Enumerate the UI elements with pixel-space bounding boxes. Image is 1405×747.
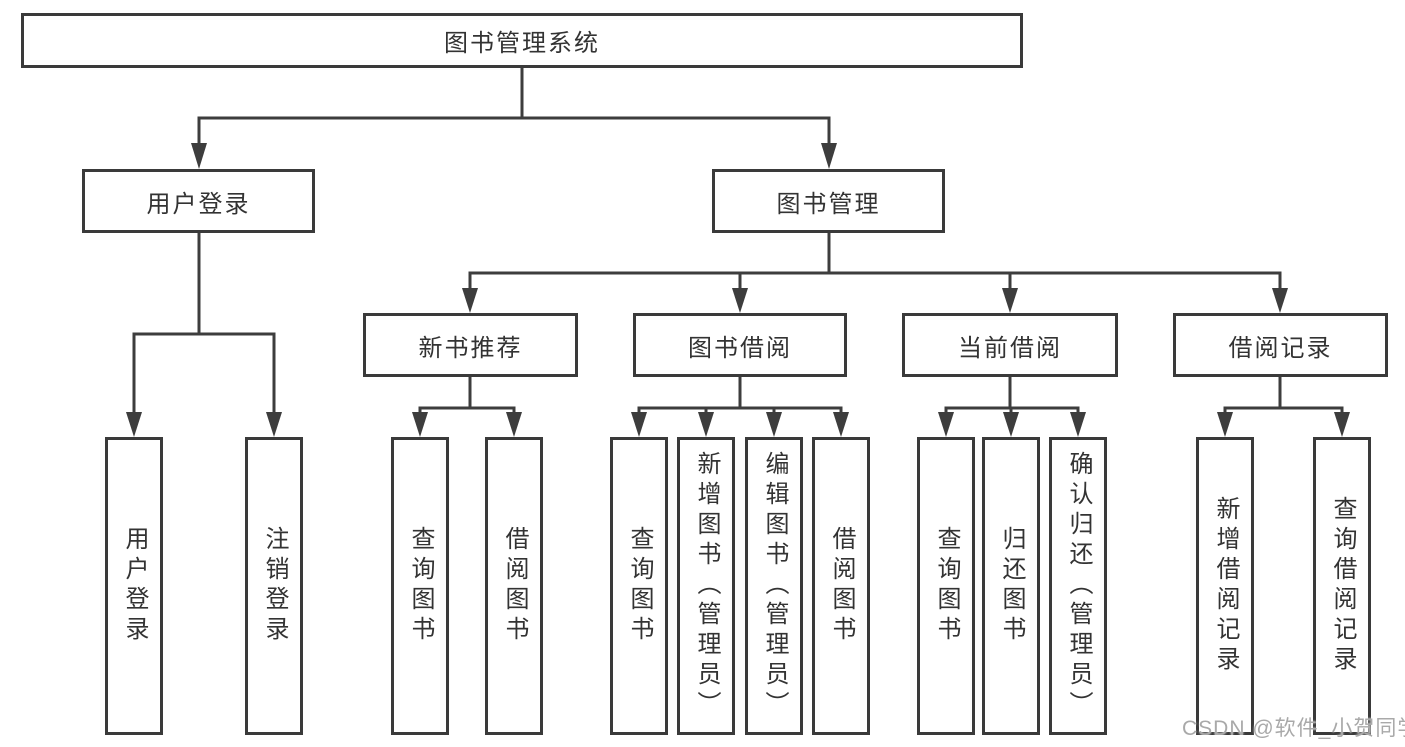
node-book-mgmt-module: 图书管理 — [712, 169, 945, 233]
node-new-book-recommend: 新书推荐 — [363, 313, 578, 377]
node-confirm-return-admin-label: 确认归还（管理员） — [1065, 451, 1092, 721]
node-book-mgmt-module-label: 图书管理 — [776, 190, 881, 218]
node-query-books-recommend-label: 查询图书 — [407, 526, 434, 646]
node-borrow-records: 借阅记录 — [1173, 313, 1388, 377]
node-current-borrow-label: 当前借阅 — [958, 334, 1062, 362]
connector-book-borrow-children — [631, 377, 849, 437]
node-new-book-recommend-label: 新书推荐 — [418, 334, 523, 362]
node-query-books-borrow: 查询图书 — [610, 437, 668, 735]
node-edit-books-admin-label: 编辑图书（管理员） — [761, 451, 788, 721]
node-query-books-borrow-label: 查询图书 — [626, 526, 653, 646]
node-user-login-leaf: 用户登录 — [105, 437, 163, 735]
node-query-books-current-label: 查询图书 — [933, 526, 960, 646]
node-borrow-books-recommend: 借阅图书 — [485, 437, 543, 735]
connector-user-login-branch — [126, 233, 282, 437]
node-return-books: 归还图书 — [982, 437, 1040, 735]
node-return-books-label: 归还图书 — [998, 526, 1025, 646]
node-root-system-label: 图书管理系统 — [444, 30, 600, 57]
node-query-books-recommend: 查询图书 — [391, 437, 449, 735]
connector-new-book-children — [412, 377, 522, 437]
node-add-borrow-record-label: 新增借阅记录 — [1212, 496, 1239, 676]
csdn-watermark: CSDN @软件_小贺同学 — [1182, 717, 1405, 740]
connector-book-mgmt-branch — [462, 233, 1288, 313]
connector-current-borrow-children — [938, 377, 1086, 437]
node-edit-books-admin: 编辑图书（管理员） — [745, 437, 803, 735]
node-borrow-books-label: 借阅图书 — [828, 526, 855, 646]
node-book-borrow-label: 图书借阅 — [688, 334, 792, 362]
node-root-system: 图书管理系统 — [21, 13, 1023, 68]
node-borrow-records-label: 借阅记录 — [1228, 334, 1333, 362]
node-user-login-leaf-label: 用户登录 — [121, 526, 148, 646]
node-add-books-admin: 新增图书（管理员） — [677, 437, 735, 735]
node-query-books-current: 查询图书 — [917, 437, 975, 735]
node-query-borrow-record: 查询借阅记录 — [1313, 437, 1371, 735]
connector-root-to-level2 — [191, 68, 837, 169]
node-add-books-admin-label: 新增图书（管理员） — [693, 451, 720, 721]
node-borrow-books: 借阅图书 — [812, 437, 870, 735]
node-current-borrow: 当前借阅 — [902, 313, 1118, 377]
node-query-borrow-record-label: 查询借阅记录 — [1329, 496, 1356, 676]
node-user-login-module: 用户登录 — [82, 169, 315, 233]
node-user-login-module-label: 用户登录 — [146, 190, 251, 218]
node-add-borrow-record: 新增借阅记录 — [1196, 437, 1254, 735]
node-borrow-books-recommend-label: 借阅图书 — [501, 526, 528, 646]
node-confirm-return-admin: 确认归还（管理员） — [1049, 437, 1107, 735]
node-logout: 注销登录 — [245, 437, 303, 735]
connector-borrow-records-children — [1217, 377, 1350, 437]
node-book-borrow: 图书借阅 — [633, 313, 847, 377]
node-logout-label: 注销登录 — [261, 526, 288, 646]
